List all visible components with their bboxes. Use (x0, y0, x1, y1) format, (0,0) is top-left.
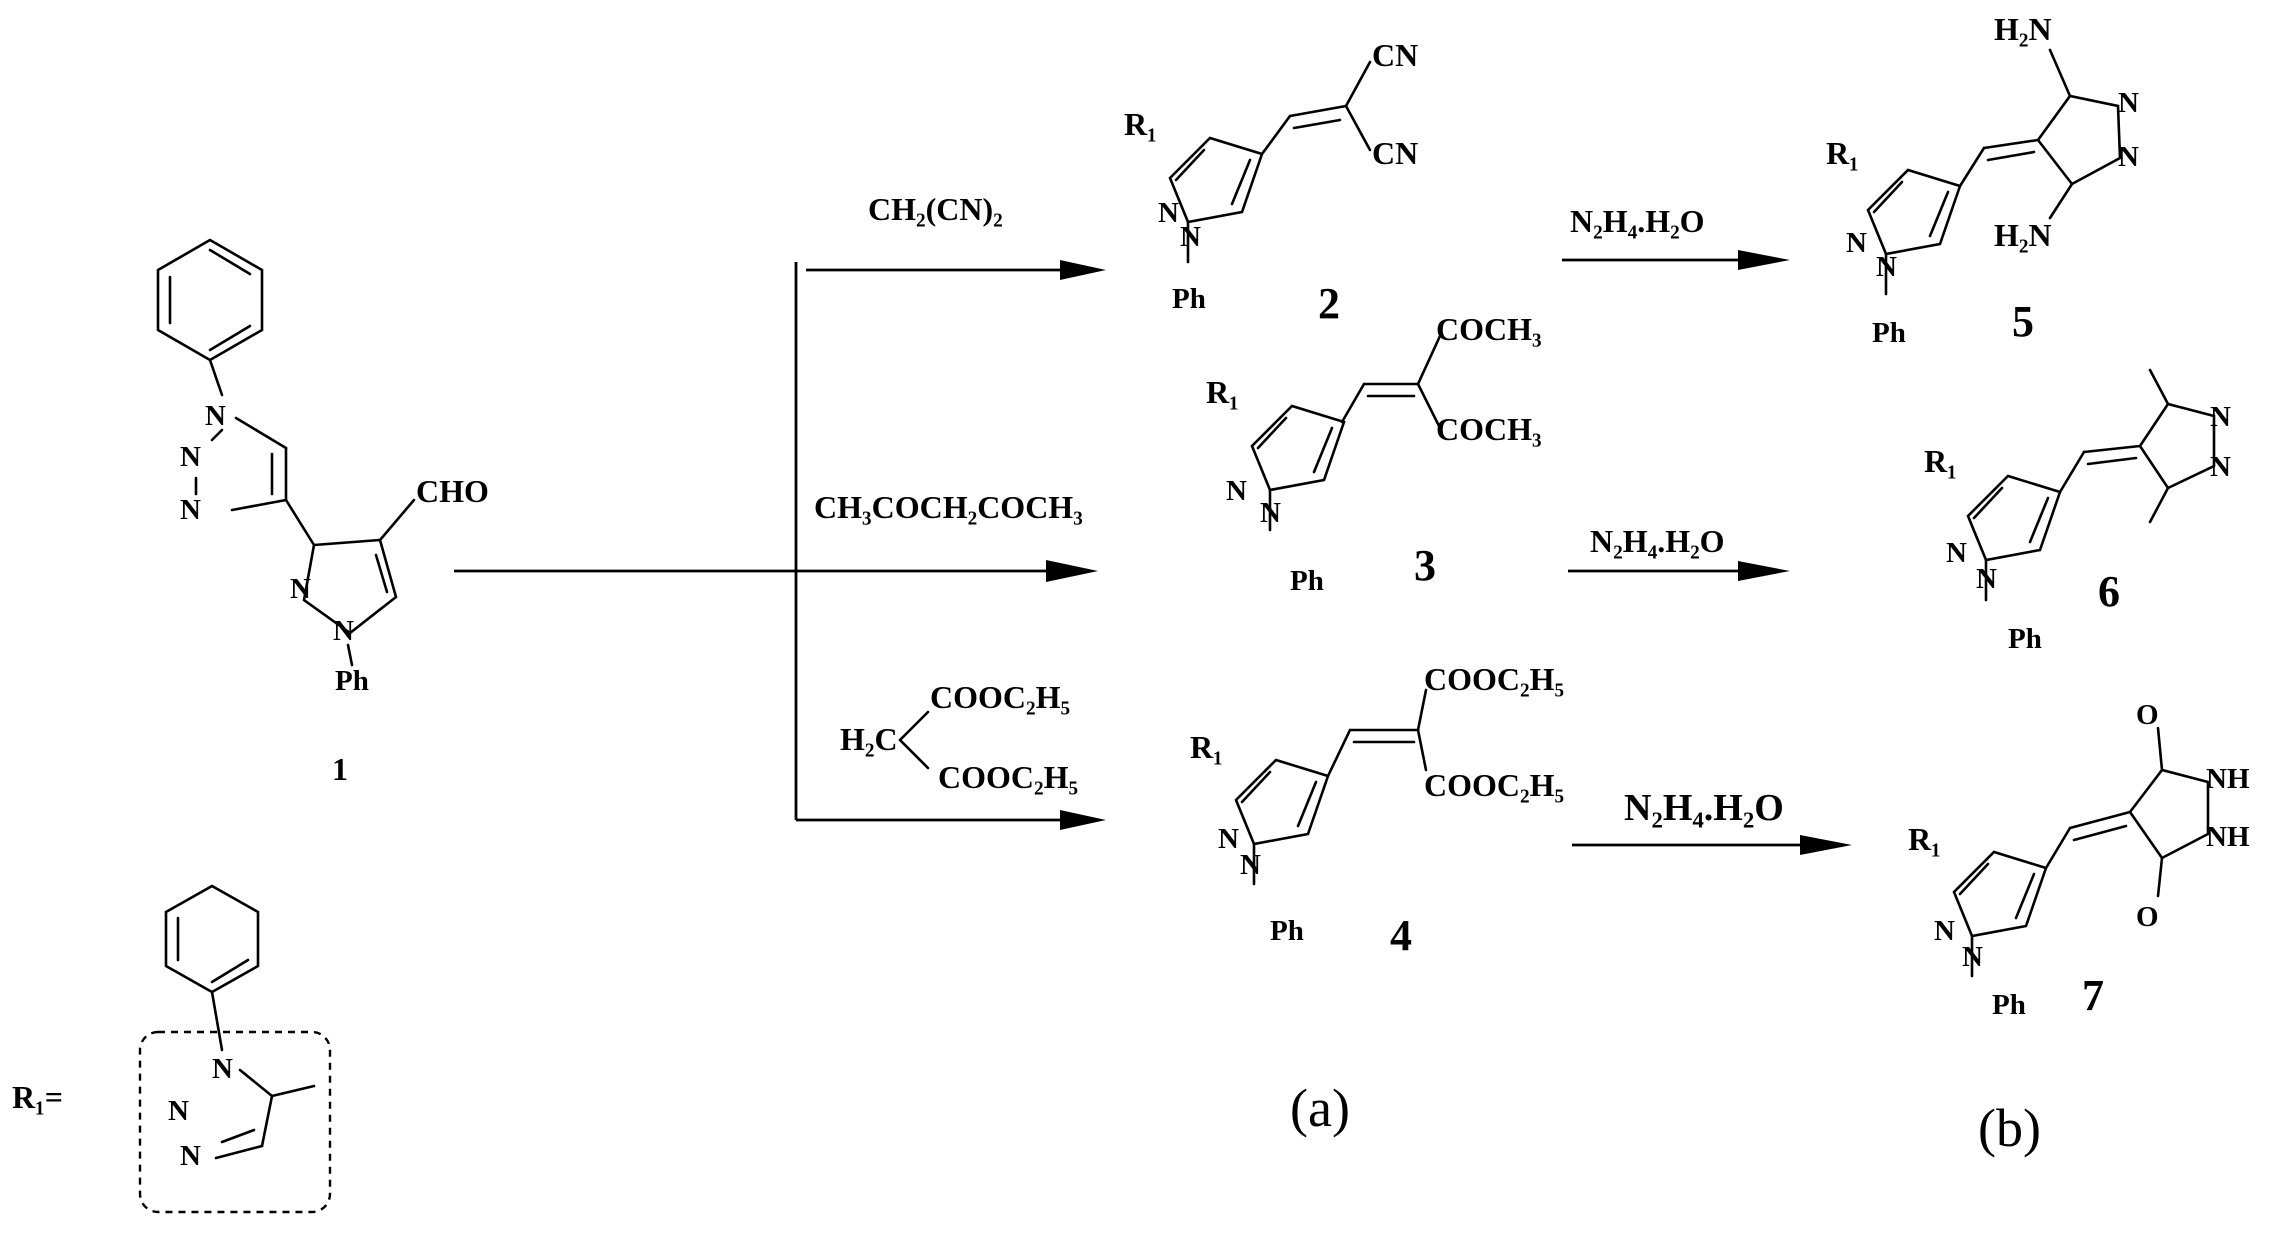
reagent-malononitrile: CH₂(CN)₂ (868, 191, 1003, 227)
compound-number-4: 4 (1390, 911, 1412, 960)
svg-text:N: N (2118, 141, 2139, 173)
svg-text:NH: NH (2206, 821, 2250, 853)
ph-label-2: Ph (1172, 283, 1206, 315)
svg-text:N: N (2210, 451, 2231, 483)
svg-text:R₁: R₁ (1206, 374, 1239, 410)
svg-text:N: N (333, 615, 354, 647)
svg-text:N: N (1962, 941, 1983, 973)
svg-text:N: N (1158, 197, 1179, 229)
svg-text:COOC₂H₅: COOC₂H₅ (1424, 767, 1564, 803)
r1-dashed-box (138, 1030, 332, 1214)
svg-text:R₁: R₁ (1908, 821, 1941, 857)
hydrazine-arrows: N₂H₄.H₂O N₂H₄.H₂O N₂H₄.H₂O (1562, 203, 1852, 855)
svg-text:COCH₃: COCH₃ (1436, 311, 1542, 347)
svg-text:N: N (205, 400, 226, 432)
ph-label-4: Ph (1270, 915, 1304, 947)
panel-label-b: (b) (1978, 1098, 2041, 1158)
compound-4: R₁ N N COOC₂H₅ COOC₂H₅ Ph 4 (1190, 661, 1564, 960)
reagent-diethyl-malonate: H₂C COOC₂H₅ COOC₂H₅ (840, 679, 1078, 795)
panel-label-a: (a) (1290, 1078, 1350, 1138)
svg-text:H₂N: H₂N (1994, 11, 2052, 47)
ph-label-3: Ph (1290, 565, 1324, 597)
compound-1: N N N N N CHO Ph 1 (156, 238, 489, 787)
phenyl-ring-r1 (164, 884, 260, 994)
r1-definition: R₁= N N N (12, 884, 332, 1214)
compound-6: R₁ N N N N Ph 6 (1924, 368, 2231, 655)
svg-text:N: N (1846, 227, 1867, 259)
svg-text:CN: CN (1372, 135, 1418, 171)
compound-5: R₁ N N H₂N H₂N N N Ph 5 (1826, 11, 2139, 349)
compound-2: R₁ N N CN CN Ph 2 (1124, 37, 1418, 328)
phenyl-ring-1 (156, 238, 264, 362)
compound-number-3: 3 (1414, 541, 1436, 590)
svg-text:COCH₃: COCH₃ (1436, 411, 1542, 447)
svg-text:COOC₂H₅: COOC₂H₅ (1424, 661, 1564, 697)
svg-text:N: N (2118, 87, 2139, 119)
compound-3: R₁ N N COCH₃ COCH₃ Ph 3 (1206, 311, 1542, 597)
svg-text:N: N (1946, 537, 1967, 569)
compound-7: R₁ N N O O NH NH Ph 7 (1908, 699, 2250, 1021)
svg-text:N: N (1180, 221, 1201, 253)
svg-text:N: N (1226, 475, 1247, 507)
branch-arrows (454, 260, 1106, 830)
svg-text:O: O (2136, 901, 2159, 933)
svg-text:N₂H₄.H₂O: N₂H₄.H₂O (1590, 523, 1725, 559)
svg-text:O: O (2136, 699, 2159, 731)
svg-text:N: N (1260, 497, 1281, 529)
compound-number-5: 5 (2012, 297, 2034, 346)
svg-text:R₁: R₁ (1826, 135, 1859, 171)
svg-text:N: N (290, 573, 311, 605)
ph-label-1: Ph (335, 665, 369, 697)
ph-label-5: Ph (1872, 317, 1906, 349)
cho-label: CHO (416, 473, 489, 509)
r1-label: R₁= (12, 1079, 63, 1115)
svg-text:N: N (168, 1095, 189, 1127)
svg-text:N: N (1240, 849, 1261, 881)
svg-text:R₁: R₁ (1924, 443, 1957, 479)
svg-text:H₂C: H₂C (840, 721, 898, 757)
svg-text:H₂N: H₂N (1994, 217, 2052, 253)
svg-text:N₂H₄.H₂O: N₂H₄.H₂O (1624, 787, 1784, 829)
svg-text:COOC₂H₅: COOC₂H₅ (938, 759, 1078, 795)
ph-label-6: Ph (2008, 623, 2042, 655)
svg-text:N: N (180, 1140, 201, 1172)
svg-text:N: N (212, 1053, 233, 1085)
reagent-acetylacetone: CH₃COCH₂COCH₃ (814, 489, 1083, 525)
svg-text:N: N (180, 441, 201, 473)
svg-text:N: N (1934, 915, 1955, 947)
svg-text:R₁: R₁ (1190, 729, 1223, 765)
svg-text:NH: NH (2206, 763, 2250, 795)
svg-text:R₁: R₁ (1124, 106, 1157, 142)
ph-label-7: Ph (1992, 989, 2026, 1021)
svg-text:N: N (1976, 563, 1997, 595)
compound-number-1: 1 (332, 751, 348, 787)
compound-number-6: 6 (2098, 567, 2120, 616)
svg-text:N: N (1876, 251, 1897, 283)
svg-text:N: N (2210, 401, 2231, 433)
svg-text:N: N (1218, 823, 1239, 855)
svg-text:N₂H₄.H₂O: N₂H₄.H₂O (1570, 203, 1705, 239)
svg-text:COOC₂H₅: COOC₂H₅ (930, 679, 1070, 715)
compound-number-7: 7 (2082, 971, 2104, 1020)
svg-text:CN: CN (1372, 37, 1418, 73)
svg-text:N: N (180, 494, 201, 526)
compound-number-2: 2 (1318, 279, 1340, 328)
